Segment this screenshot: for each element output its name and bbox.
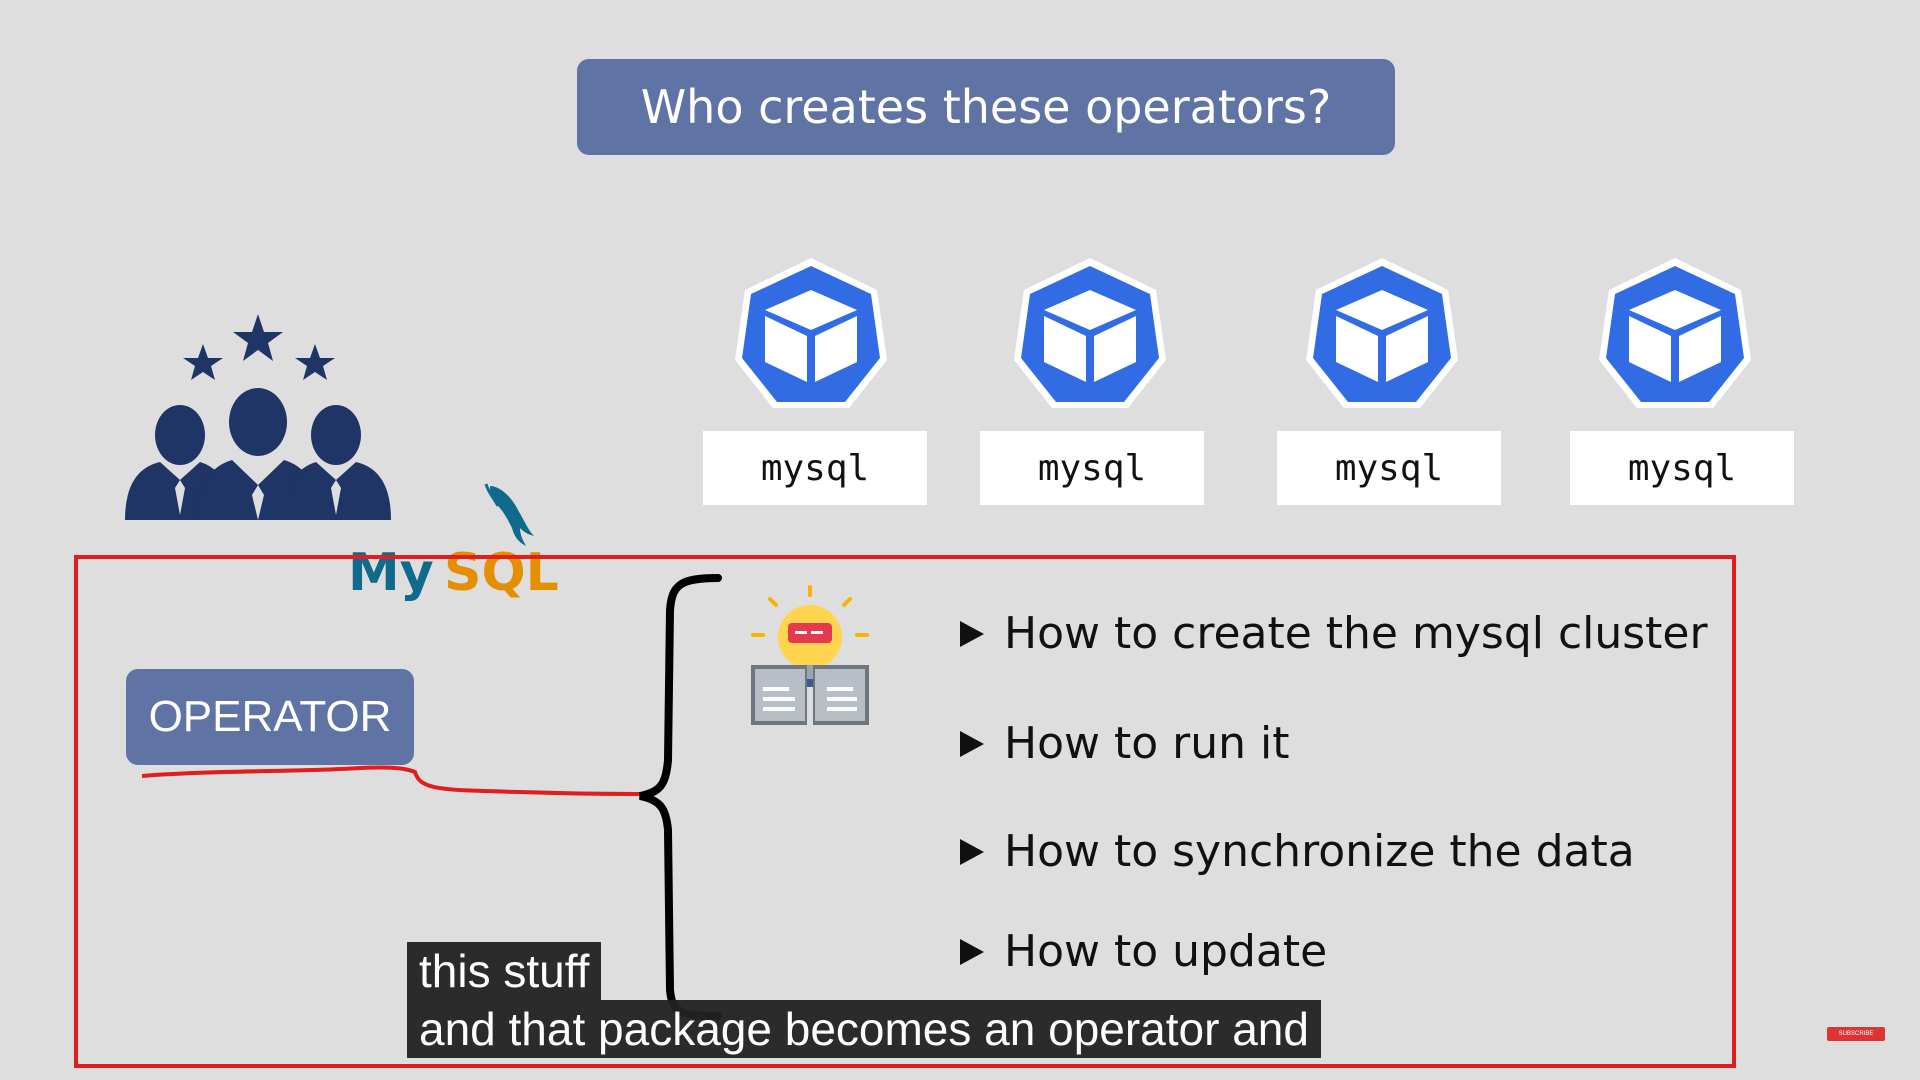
pod-label: mysql [1570,431,1794,505]
triangle-bullet-icon [960,838,984,865]
title-banner: Who creates these operators? [577,59,1395,155]
title-text: Who creates these operators? [640,80,1332,134]
triangle-bullet-icon [960,730,984,757]
triangle-bullet-icon [960,938,984,965]
svg-text:My: My [348,543,434,603]
caption-line-1: this stuff [407,942,602,1000]
kubernetes-pod-icon [735,258,887,408]
pod-label: mysql [980,431,1204,505]
lightbulb-book-icon [751,585,869,725]
bullet-text: How to synchronize the data [1004,826,1635,877]
caption-line-2: and that package becomes an operator and [407,1000,1321,1058]
kubernetes-pod-icon [1014,258,1166,408]
bullet-item: How to update [960,926,1327,977]
bullet-item: How to synchronize the data [960,826,1635,877]
bullet-text: How to run it [1004,718,1290,769]
bullet-text: How to update [1004,926,1328,977]
operator-label: OPERATOR [148,692,392,741]
kubernetes-pod-icon [1306,258,1458,408]
pod-label: mysql [703,431,927,505]
kubernetes-pod-icon [1599,258,1751,408]
bullet-item: How to run it [960,718,1289,769]
bullet-item: How to create the mysql cluster [960,608,1708,659]
triangle-bullet-icon [960,620,984,647]
team-with-stars-icon [125,314,391,520]
operator-box: OPERATOR [126,669,414,765]
subscribe-button[interactable]: SUBSCRIBE [1827,1027,1885,1041]
mysql-logo: My SQL [348,483,559,603]
pod-label: mysql [1277,431,1501,505]
bullet-text: How to create the mysql cluster [1004,608,1708,659]
highlight-frame [74,555,1736,1068]
svg-text:SQL: SQL [444,543,559,603]
